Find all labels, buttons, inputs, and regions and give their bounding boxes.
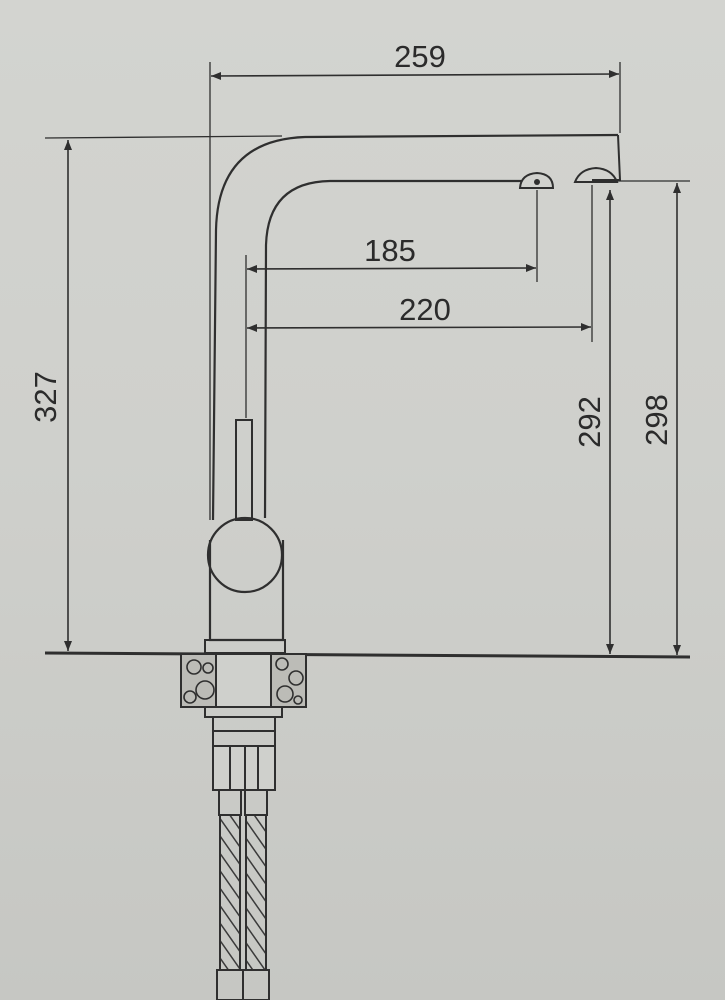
dimension-label-220: 220 [399, 292, 451, 327]
dimension-259: 259 [210, 39, 620, 80]
mixer-cartridge [206, 516, 284, 594]
dimension-185: 185 [246, 233, 537, 273]
outlet-aerator-a [518, 171, 555, 189]
dimension-label-259: 259 [394, 39, 446, 74]
dimension-292: 292 [572, 190, 614, 654]
supply-hoses [212, 745, 276, 1000]
dimension-220: 220 [246, 292, 592, 332]
extension-lines [44, 62, 690, 520]
faucet-body [204, 133, 622, 654]
mounting-section [180, 653, 307, 747]
dimension-label-298: 298 [639, 394, 674, 446]
lever-handle [235, 419, 253, 521]
dimension-label-327: 327 [28, 371, 63, 423]
dimension-label-185: 185 [364, 233, 416, 268]
dimension-327: 327 [28, 140, 72, 651]
outlet-aerator-b [573, 166, 619, 183]
dimension-label-292: 292 [572, 396, 607, 448]
dimension-298: 298 [639, 183, 681, 655]
countertop-line [44, 651, 691, 659]
